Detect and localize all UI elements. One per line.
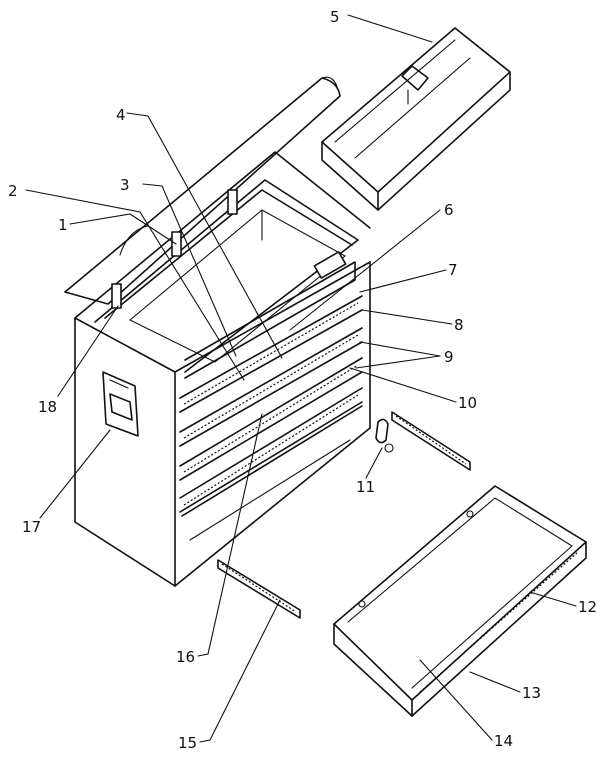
drawer-slide-right bbox=[391, 411, 471, 471]
label-8: 8 bbox=[454, 316, 464, 334]
label-3: 3 bbox=[120, 176, 130, 194]
label-13: 13 bbox=[522, 684, 541, 702]
label-14: 14 bbox=[494, 732, 513, 750]
separate-drawer bbox=[333, 485, 587, 717]
leader-lines bbox=[25, 14, 577, 743]
lid bbox=[64, 76, 341, 305]
drawer-stack bbox=[179, 251, 363, 541]
label-5: 5 bbox=[330, 8, 340, 26]
drawer-slide-left bbox=[217, 559, 301, 619]
clip-part bbox=[375, 418, 394, 453]
label-6: 6 bbox=[444, 201, 454, 219]
label-2: 2 bbox=[8, 182, 18, 200]
label-16: 16 bbox=[176, 648, 195, 666]
label-18: 18 bbox=[38, 398, 57, 416]
label-4: 4 bbox=[116, 106, 126, 124]
side-handle bbox=[102, 371, 139, 437]
lid-hinges bbox=[111, 189, 238, 309]
tote-tray bbox=[321, 27, 511, 211]
label-9: 9 bbox=[444, 348, 454, 366]
label-7: 7 bbox=[448, 261, 458, 279]
reference-numbers: 1 2 3 4 5 6 7 8 9 10 11 12 13 14 15 16 1… bbox=[8, 8, 597, 752]
label-1: 1 bbox=[58, 216, 68, 234]
label-11: 11 bbox=[356, 478, 375, 496]
label-15: 15 bbox=[178, 734, 197, 752]
label-10: 10 bbox=[458, 394, 477, 412]
label-12: 12 bbox=[578, 598, 597, 616]
label-17: 17 bbox=[22, 518, 41, 536]
chest-body bbox=[74, 151, 371, 587]
